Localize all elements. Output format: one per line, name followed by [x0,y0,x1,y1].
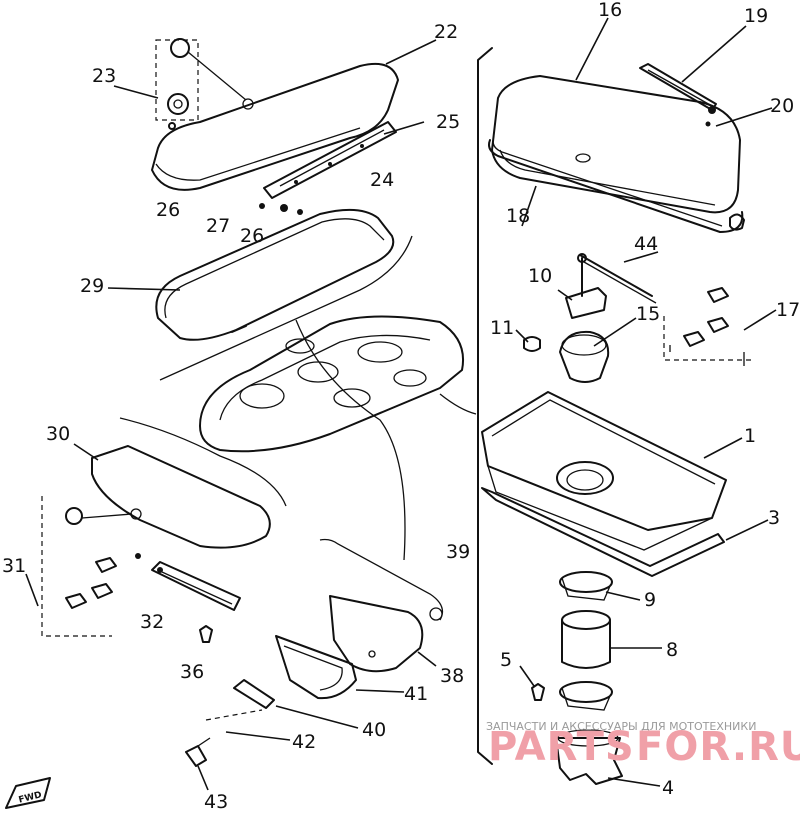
part-32-hinge [151,561,241,611]
part-23-fasteners [155,38,247,130]
hull-deck [199,315,464,453]
part-4-fitting [555,729,623,785]
label-29: 29 [80,275,104,297]
label-32: 32 [140,611,164,633]
label-15: 15 [636,303,660,325]
label-25: 25 [436,111,460,133]
part-24-hinge [263,121,397,199]
label-42: 42 [292,731,316,753]
label-39: 39 [446,541,470,563]
watermark: ЗАПЧАСТИ И АКСЕССУАРЫ ДЛЯ МОТОТЕХНИКИ PA… [486,720,800,770]
part-9-clamp [559,571,613,601]
group-bracket [477,47,493,765]
label-26a: 26 [156,199,180,221]
part-38-cover [319,538,444,673]
label-41: 41 [404,683,428,705]
part-36-screw [199,625,213,643]
label-3: 3 [768,507,780,529]
part-3-gasket [481,487,725,577]
label-31: 31 [2,555,26,577]
part-43-latch [185,737,211,767]
label-1: 1 [744,425,756,447]
label-4: 4 [662,777,674,799]
part-26-screws [259,203,303,215]
label-19: 19 [744,5,768,27]
fwd-badge: FWD [5,777,51,809]
label-5: 5 [500,649,512,671]
label-23: 23 [92,65,116,87]
part-22-cover [151,62,399,191]
label-9: 9 [644,589,656,611]
label-8: 8 [666,639,678,661]
label-24: 24 [370,169,394,191]
label-38: 38 [440,665,464,687]
label-17: 17 [776,299,800,321]
part-1-tray [481,391,727,551]
part-5-screw [531,683,545,701]
part-41-panel [275,635,357,700]
label-10: 10 [528,265,552,287]
label-43: 43 [204,791,228,813]
label-18: 18 [506,205,530,227]
label-27: 27 [206,215,230,237]
part-40-latch [205,679,275,721]
part-29-gasket [155,208,395,341]
label-40: 40 [362,719,386,741]
part-20-bolt [705,121,711,127]
part-31-fasteners [41,496,141,637]
label-44: 44 [634,233,658,255]
watermark-caption: ЗАПЧАСТИ И АКСЕССУАРЫ ДЛЯ МОТОТЕХНИКИ [486,720,756,733]
label-30: 30 [46,423,70,445]
part-clamp-lower [559,681,613,711]
part-15-holder [559,330,610,383]
label-22: 22 [434,21,458,43]
watermark-brand-b: FOR.RU [636,724,800,770]
label-36: 36 [180,661,204,683]
part-8-hose [561,610,611,669]
part-18-gasket [488,139,744,233]
part-16-seat [491,75,741,214]
label-16: 16 [598,0,622,21]
leader-lines [25,17,777,791]
part-30-cover [91,417,287,549]
part-17-clips [663,287,752,366]
part-44-rods [579,254,657,304]
label-20: 20 [770,95,794,117]
part-19-bracket [639,63,717,114]
part-10-latch [565,253,607,319]
part-11-clip [523,336,541,352]
label-26b: 26 [240,225,264,247]
label-11: 11 [490,317,514,339]
watermark-brand-a: PARTS [488,724,635,770]
